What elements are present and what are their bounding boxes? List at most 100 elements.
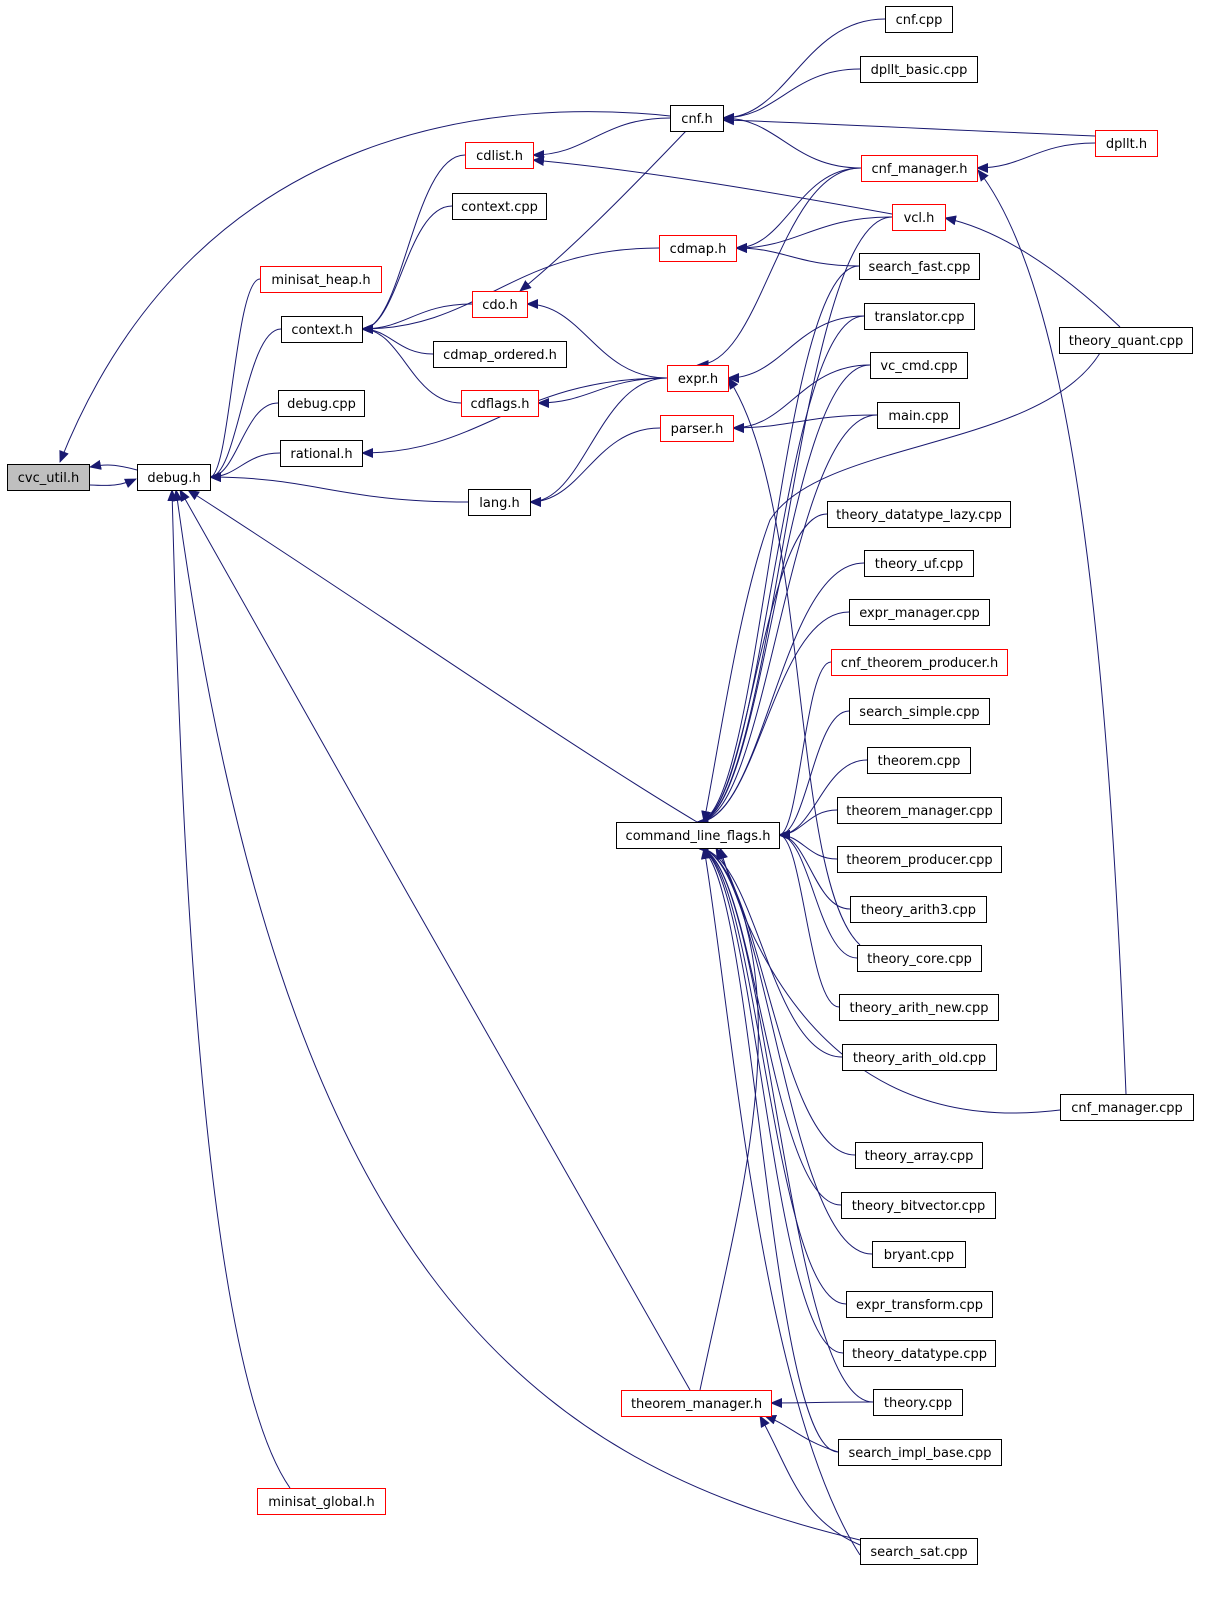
node-lang_h[interactable]: lang.h [468, 489, 531, 516]
node-box[interactable] [827, 501, 1011, 528]
node-box[interactable] [842, 1044, 997, 1071]
node-thm_manager_h[interactable]: theorem_manager.h [621, 1390, 772, 1417]
node-box[interactable] [1059, 327, 1193, 354]
node-box[interactable] [1095, 130, 1158, 157]
node-box[interactable] [257, 1488, 386, 1515]
node-main_cpp[interactable]: main.cpp [877, 402, 960, 429]
node-expr_transform[interactable]: expr_transform.cpp [846, 1291, 993, 1318]
node-box[interactable] [846, 1291, 993, 1318]
node-box[interactable] [1060, 1094, 1194, 1121]
node-box[interactable] [849, 599, 990, 626]
node-minisat_heap[interactable]: minisat_heap.h [260, 266, 382, 293]
node-box[interactable] [433, 341, 567, 368]
node-box[interactable] [616, 822, 780, 849]
node-box[interactable] [472, 291, 528, 318]
node-thm_manager_cpp[interactable]: theorem_manager.cpp [837, 797, 1002, 824]
node-box[interactable] [839, 994, 999, 1021]
node-box[interactable] [841, 1192, 996, 1219]
node-translator[interactable]: translator.cpp [864, 303, 975, 330]
node-theory_array[interactable]: theory_array.cpp [855, 1142, 983, 1169]
node-vcl_h[interactable]: vcl.h [892, 204, 946, 231]
node-box[interactable] [831, 649, 1008, 676]
node-cdmap_h[interactable]: cdmap.h [659, 235, 737, 262]
node-box[interactable] [837, 846, 1002, 873]
node-box[interactable] [667, 365, 729, 392]
node-dpllt_basic[interactable]: dpllt_basic.cpp [860, 56, 978, 83]
node-search_sat[interactable]: search_sat.cpp [860, 1538, 978, 1565]
node-parser_h[interactable]: parser.h [660, 415, 734, 442]
node-cmdflags_h[interactable]: command_line_flags.h [616, 822, 780, 849]
node-box[interactable] [873, 1389, 963, 1416]
node-expr_manager[interactable]: expr_manager.cpp [849, 599, 990, 626]
node-box[interactable] [867, 747, 971, 774]
node-cdlist_h[interactable]: cdlist.h [465, 142, 534, 169]
node-box[interactable] [137, 464, 211, 491]
node-search_fast[interactable]: search_fast.cpp [859, 253, 980, 280]
node-box[interactable] [849, 698, 990, 725]
node-bryant[interactable]: bryant.cpp [872, 1241, 966, 1268]
node-box[interactable] [278, 390, 365, 417]
node-context_h[interactable]: context.h [281, 316, 363, 343]
node-debug_cpp[interactable]: debug.cpp [278, 390, 365, 417]
node-cnf_thm_prod[interactable]: cnf_theorem_producer.h [831, 649, 1008, 676]
node-box[interactable] [837, 797, 1002, 824]
node-box[interactable] [859, 253, 980, 280]
node-box[interactable] [877, 402, 960, 429]
node-box[interactable] [660, 415, 734, 442]
node-theory_quant[interactable]: theory_quant.cpp [1059, 327, 1193, 354]
node-theorem_cpp[interactable]: theorem.cpp [867, 747, 971, 774]
node-box[interactable] [870, 352, 968, 379]
node-theory_core[interactable]: theory_core.cpp [857, 945, 982, 972]
node-cnf_manager_cpp[interactable]: cnf_manager.cpp [1060, 1094, 1194, 1121]
node-box[interactable] [670, 105, 724, 132]
node-box[interactable] [260, 266, 382, 293]
node-expr_h[interactable]: expr.h [667, 365, 729, 392]
node-theory_bitvector[interactable]: theory_bitvector.cpp [841, 1192, 996, 1219]
node-dpllt_h[interactable]: dpllt.h [1095, 130, 1158, 157]
node-box[interactable] [864, 550, 974, 577]
node-theory_uf[interactable]: theory_uf.cpp [864, 550, 974, 577]
node-search_simple[interactable]: search_simple.cpp [849, 698, 990, 725]
node-box[interactable] [885, 6, 953, 33]
node-box[interactable] [860, 56, 978, 83]
node-search_impl_base[interactable]: search_impl_base.cpp [838, 1439, 1002, 1466]
node-box[interactable] [280, 440, 363, 467]
node-theory_arith_new[interactable]: theory_arith_new.cpp [839, 994, 999, 1021]
node-debug_h[interactable]: debug.h [137, 464, 211, 491]
node-vc_cmd[interactable]: vc_cmd.cpp [870, 352, 968, 379]
node-box[interactable] [468, 489, 531, 516]
node-box[interactable] [461, 390, 539, 417]
node-theory_cpp[interactable]: theory.cpp [873, 1389, 963, 1416]
node-box[interactable] [281, 316, 363, 343]
node-box[interactable] [872, 1241, 966, 1268]
node-theory_datatype[interactable]: theory_datatype.cpp [843, 1340, 996, 1367]
node-box[interactable] [465, 142, 534, 169]
node-cdmap_ordered[interactable]: cdmap_ordered.h [433, 341, 567, 368]
node-box[interactable] [861, 155, 978, 182]
node-box[interactable] [838, 1439, 1002, 1466]
node-box[interactable] [864, 303, 975, 330]
node-box[interactable] [860, 1538, 978, 1565]
node-box[interactable] [452, 193, 547, 220]
node-box[interactable] [659, 235, 737, 262]
node-box[interactable] [855, 1142, 983, 1169]
node-cdflags_h[interactable]: cdflags.h [461, 390, 539, 417]
node-box[interactable] [857, 945, 982, 972]
node-box[interactable] [892, 204, 946, 231]
node-box[interactable] [7, 464, 90, 491]
node-context_cpp[interactable]: context.cpp [452, 193, 547, 220]
node-box[interactable] [621, 1390, 772, 1417]
node-rational_h[interactable]: rational.h [280, 440, 363, 467]
node-theory_arith_old[interactable]: theory_arith_old.cpp [842, 1044, 997, 1071]
node-box[interactable] [843, 1340, 996, 1367]
node-cdo_h[interactable]: cdo.h [472, 291, 528, 318]
node-minisat_global[interactable]: minisat_global.h [257, 1488, 386, 1515]
node-cnf_manager_h[interactable]: cnf_manager.h [861, 155, 978, 182]
node-cnf_h[interactable]: cnf.h [670, 105, 724, 132]
node-theory_arith3[interactable]: theory_arith3.cpp [850, 896, 987, 923]
node-box[interactable] [850, 896, 987, 923]
node-thm_producer[interactable]: theorem_producer.cpp [837, 846, 1002, 873]
node-cvc_util[interactable]: cvc_util.h [7, 464, 90, 491]
node-cnf_cpp[interactable]: cnf.cpp [885, 6, 953, 33]
node-tdt_lazy[interactable]: theory_datatype_lazy.cpp [827, 501, 1011, 528]
